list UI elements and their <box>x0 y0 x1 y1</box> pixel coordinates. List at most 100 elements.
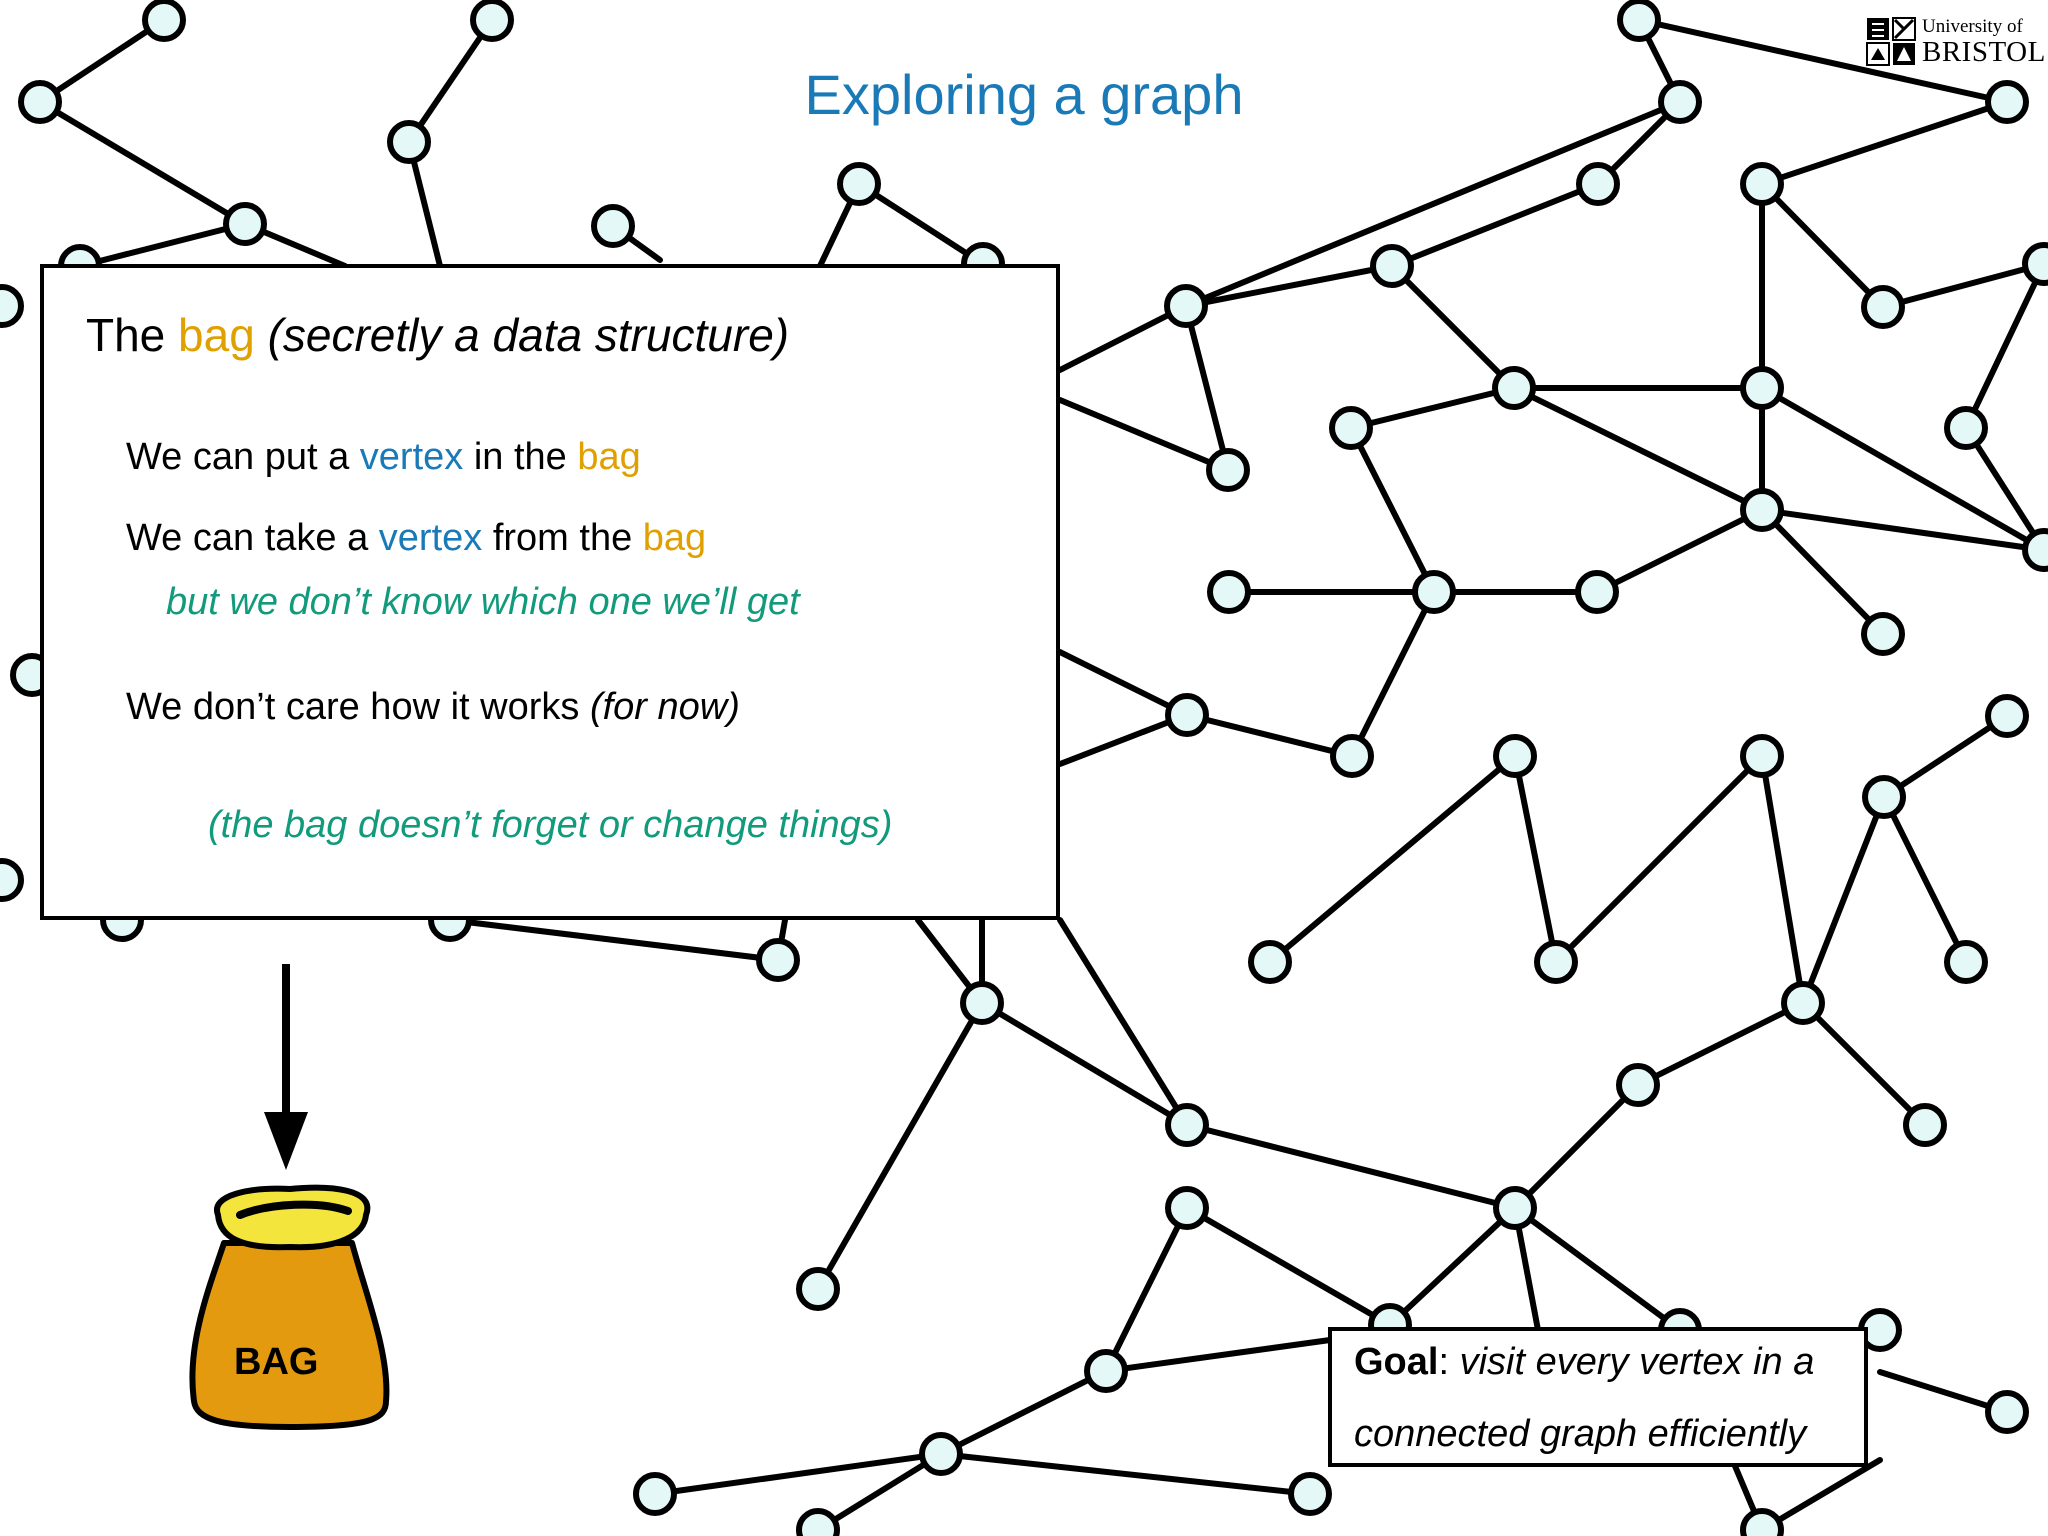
take-mid: from the <box>482 517 643 559</box>
graph-vertex <box>1288 1472 1332 1516</box>
graph-vertex <box>1740 366 1784 410</box>
graph-vertex <box>1493 734 1537 778</box>
graph-edge <box>447 917 781 963</box>
graph-edge <box>1057 397 1231 473</box>
graph-edge <box>1881 794 1969 965</box>
graph-vertex <box>1740 488 1784 532</box>
care-text: We don’t care how it works <box>126 686 590 728</box>
graph-vertex <box>837 162 881 206</box>
graph-edge <box>1511 385 1765 513</box>
graph-edge <box>1057 303 1189 373</box>
goal-colon: : <box>1438 1341 1460 1383</box>
bag-icon <box>189 1184 390 1430</box>
take-prefix: We can take a <box>126 517 379 559</box>
graph-edge <box>938 1451 1313 1497</box>
graph-edge <box>938 1368 1109 1457</box>
graph-edge <box>1881 713 2010 800</box>
graph-vertex <box>1781 981 1825 1025</box>
graph-vertex <box>223 202 267 246</box>
goal-line-1: Goal: visit every vertex in a <box>1354 1341 1814 1384</box>
graph-vertex <box>1985 80 2029 124</box>
heading-suffix: (secretly a data structure) <box>267 309 790 361</box>
bag-explanation-panel: The bag (secretly a data structure) We c… <box>40 264 1060 920</box>
take-note: but we don’t know which one we’ll get <box>166 581 800 623</box>
goal-line-2: connected graph efficiently <box>1354 1413 1807 1455</box>
logo-line-2: BRISTOL <box>1922 36 2046 68</box>
put-prefix: We can put a <box>126 436 360 478</box>
bag-illustration: BAG <box>180 1175 400 1435</box>
graph-vertex <box>1165 1103 1209 1147</box>
graph-edge <box>1800 1000 1928 1128</box>
goal-box: Goal: visit every vertex in a connected … <box>1328 1327 1868 1467</box>
panel-heading: The bag (secretly a data structure) <box>86 308 789 362</box>
graph-vertex <box>1534 940 1578 984</box>
graph-vertex <box>796 1267 840 1311</box>
graph-vertex <box>1575 570 1619 614</box>
graph-vertex <box>1740 162 1784 206</box>
graph-vertex <box>1330 734 1374 778</box>
graph-edge <box>1389 263 1517 391</box>
graph-edge <box>1877 1369 2010 1415</box>
graph-edge <box>1057 649 1190 718</box>
put-line: We can put a vertex in the bag <box>126 436 641 479</box>
graph-edge <box>1183 303 1231 473</box>
graph-edge <box>1759 99 2010 187</box>
graph-vertex <box>1165 1186 1209 1230</box>
forget-note: (the bag doesn’t forget or change things… <box>208 804 893 846</box>
graph-edge <box>1880 261 2047 310</box>
graph-vertex <box>591 204 635 248</box>
graph-vertex <box>1861 285 1905 329</box>
put-mid: in the <box>463 436 578 478</box>
graph-vertex <box>1206 448 1250 492</box>
graph-vertex <box>1740 1508 1784 1536</box>
graph-vertex <box>1944 940 1988 984</box>
graph-edge <box>1594 507 1765 595</box>
graph-vertex <box>2022 242 2048 286</box>
graph-edge <box>1759 1457 1883 1533</box>
down-arrow-icon <box>264 964 308 1170</box>
graph-vertex <box>0 284 24 328</box>
graph-vertex <box>1248 940 1292 984</box>
take-line: We can take a vertex from the bag <box>126 517 706 560</box>
graph-vertex <box>1084 1349 1128 1393</box>
graph-edge <box>1759 753 1806 1006</box>
heading-bag-word: bag <box>178 309 255 361</box>
care-line: We don’t care how it works (for now) <box>126 686 740 729</box>
graph-vertex <box>1862 775 1906 819</box>
graph-vertex <box>1492 366 1536 410</box>
graph-vertex <box>796 1508 840 1536</box>
graph-vertex <box>1164 284 1208 328</box>
graph-vertex <box>1944 406 1988 450</box>
graph-edge <box>1512 753 1559 965</box>
graph-edge <box>1267 753 1518 965</box>
graph-edge <box>1800 794 1887 1006</box>
graph-edge <box>37 99 248 227</box>
put-bag-word: bag <box>577 436 641 478</box>
graph-vertex <box>1617 0 1661 42</box>
graph-edge <box>1184 1205 1393 1328</box>
graph-edge <box>77 221 248 269</box>
graph-edge <box>1759 181 1886 310</box>
graph-vertex <box>1985 1390 2029 1434</box>
graph-edge <box>1184 712 1355 759</box>
graph-edge <box>1349 589 1437 759</box>
graph-vertex <box>470 0 514 42</box>
graph-edge <box>37 17 167 105</box>
graph-vertex <box>1412 570 1456 614</box>
graph-edge <box>1963 425 2047 553</box>
graph-edge <box>1759 385 2047 553</box>
graph-edge <box>1759 507 1886 637</box>
graph-edge <box>1183 263 1395 309</box>
graph-vertex <box>1207 570 1251 614</box>
graph-vertex <box>1903 1103 1947 1147</box>
graph-vertex <box>1493 1186 1537 1230</box>
graph-vertex <box>1370 244 1414 288</box>
graph-vertex <box>756 938 800 982</box>
heading-prefix: The <box>86 309 179 361</box>
graph-vertex <box>633 1472 677 1516</box>
graph-vertex <box>387 120 431 164</box>
graph-edge <box>815 1451 944 1533</box>
graph-vertex <box>1658 80 1702 124</box>
